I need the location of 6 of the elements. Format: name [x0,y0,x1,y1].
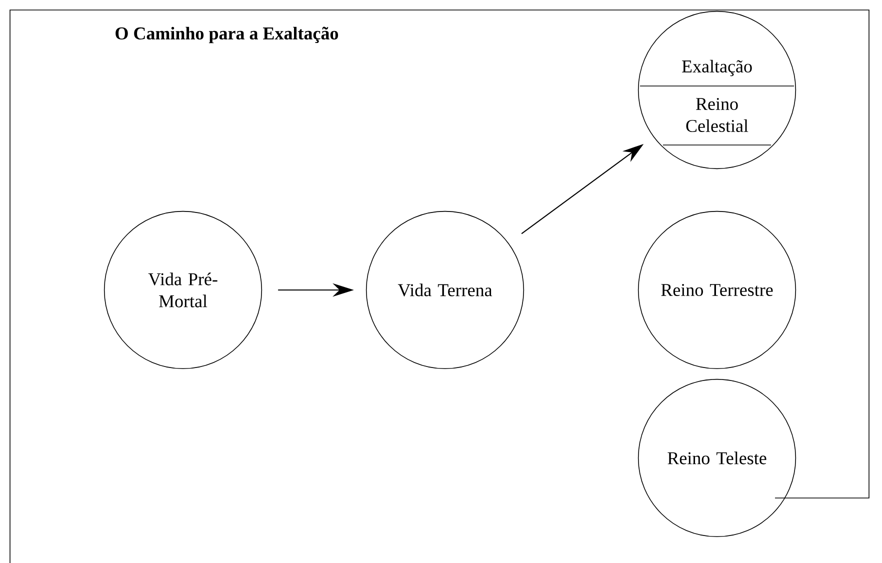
circle-node: Reino Terrestre [638,210,796,370]
circle-node: Vida Terrena [366,210,524,370]
circle-node: Vida Pré-Mortal [104,210,262,370]
circle-node: Exaltação Reino Celestial [638,10,796,170]
circle-node: Reino Teleste [638,378,796,538]
title: O Caminho para a Exaltação [116,26,338,44]
